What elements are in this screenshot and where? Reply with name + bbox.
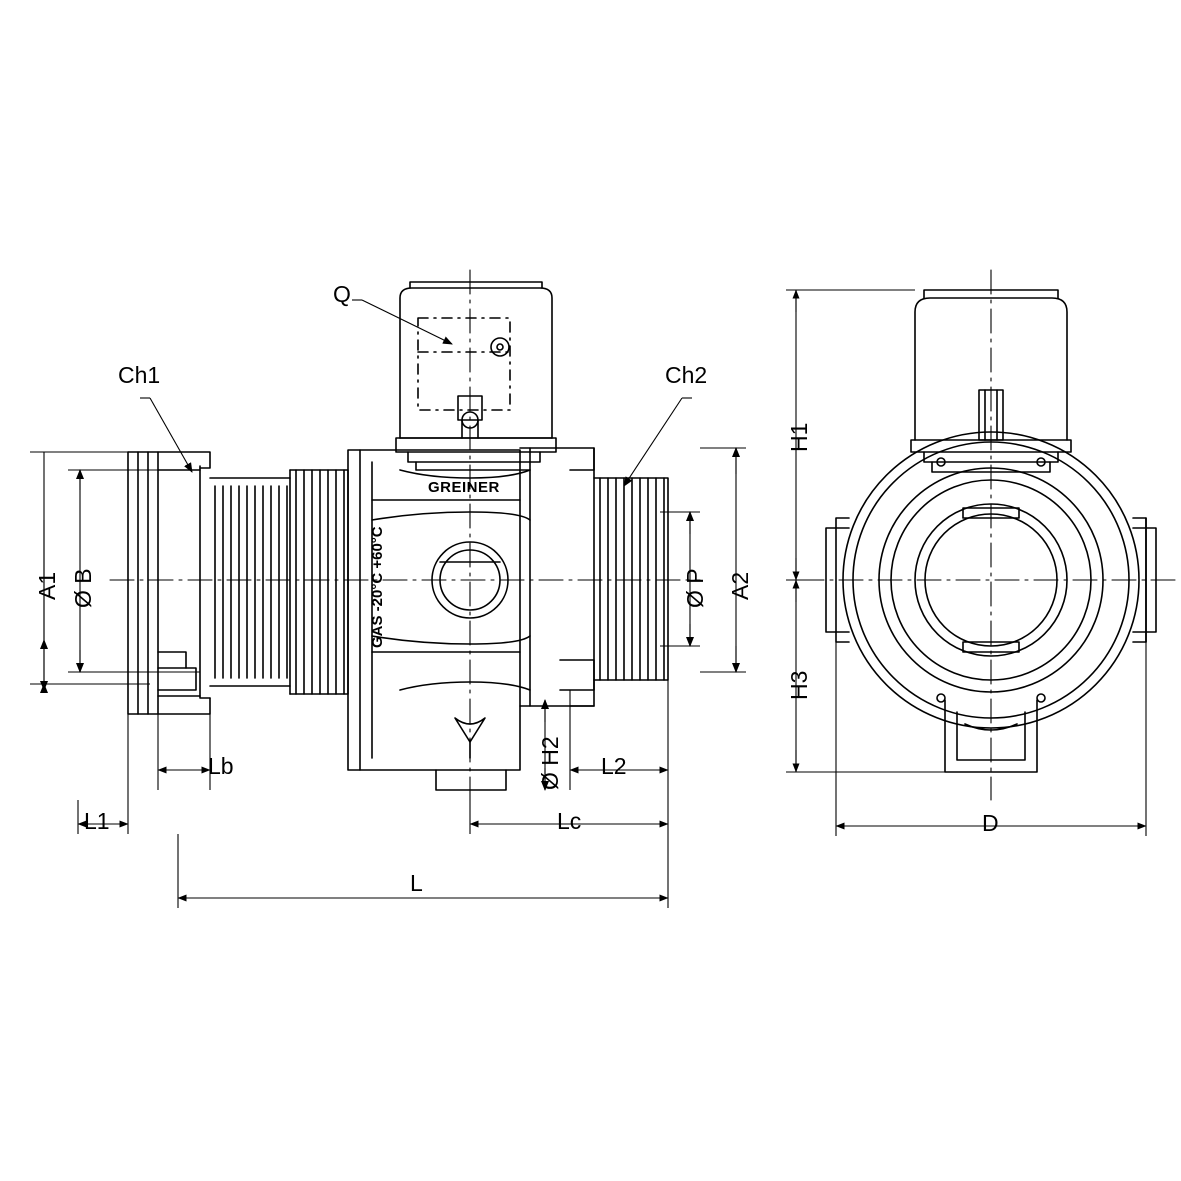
- dim-label-A2: A2: [727, 571, 753, 600]
- dim-label-L1: L1: [84, 808, 110, 834]
- dim-label-Q: Q: [333, 281, 351, 307]
- dim-label-D: D: [982, 810, 999, 836]
- dim-label-H1: H1: [786, 422, 812, 452]
- dim-label-P: Ø P: [682, 568, 708, 608]
- dim-label-H2: Ø H2: [537, 736, 563, 790]
- dim-label-Lb: Lb: [208, 753, 234, 779]
- dim-label-B: Ø B: [70, 568, 96, 608]
- dim-label-A1: A1: [34, 571, 60, 600]
- body-marking-brand: GREINER: [428, 479, 500, 496]
- dim-label-H3: H3: [786, 670, 812, 700]
- left-view-geometry: [109, 269, 701, 801]
- dimension-lines-right-view: [786, 289, 1147, 836]
- body-marking-gas-rating: GAS -20°C +60°C: [369, 526, 386, 648]
- right-view-geometry: [799, 269, 1181, 801]
- dim-label-Ch2: Ch2: [665, 362, 708, 388]
- dim-label-Ch1: Ch1: [118, 362, 161, 388]
- dimension-lines-left-view: [30, 299, 746, 908]
- dim-label-L2: L2: [601, 753, 627, 779]
- dim-label-Lc: Lc: [557, 808, 582, 834]
- dim-label-L: L: [410, 870, 423, 896]
